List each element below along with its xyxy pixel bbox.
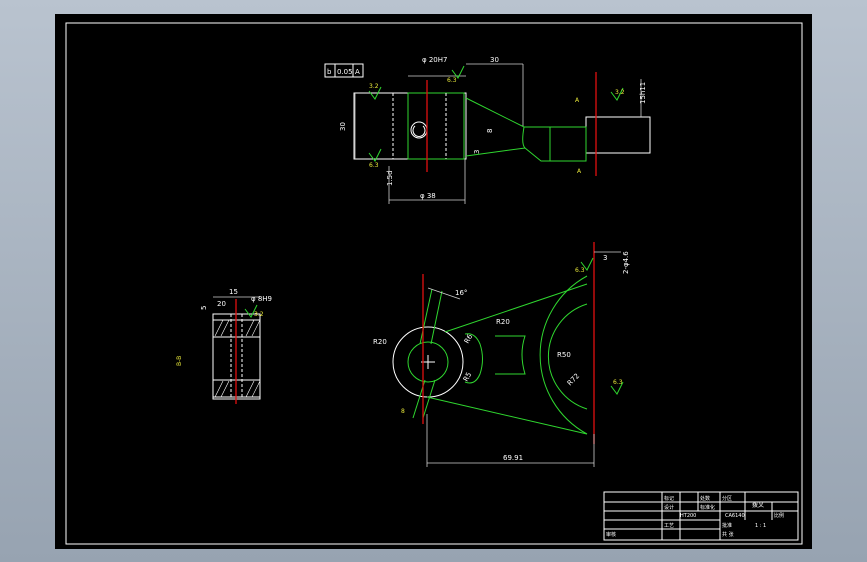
tolerance-frame [324, 63, 364, 78]
small-dim2: 3 [473, 150, 481, 154]
tb-row1-col2: 处数 [700, 495, 710, 502]
right-radius: R20 [496, 318, 510, 326]
section-mark-bottom: A [577, 168, 582, 175]
section-roughness: 3.2 [254, 311, 264, 318]
tb-code: CA6140 [725, 513, 745, 519]
tb-sheets: 1 : 1 [755, 523, 766, 529]
roughness-front-top: 6.3 [575, 267, 585, 274]
step-dim: 1.5d [386, 170, 394, 186]
angle-dim: 16° [455, 289, 467, 297]
boss-outline [353, 92, 467, 160]
hub-bore [407, 341, 449, 383]
tol-symbol: b [327, 68, 332, 76]
tb-process: 工艺 [664, 523, 674, 529]
top-view: b 0.05 A φ 20 [324, 56, 651, 204]
section-small-label: 20 [217, 300, 226, 308]
length-dim: 30 [490, 56, 499, 64]
tb-material: HT200 [680, 513, 696, 519]
tb-extra: 审核 [606, 531, 616, 538]
front-small-label: 8 [401, 408, 405, 415]
right-tol: 2-φ4.6 [622, 251, 630, 274]
fork-arc-outer [539, 275, 588, 435]
roughness-mid: 6.3 [447, 77, 457, 84]
bore-dim: φ 20H7 [422, 56, 447, 64]
roughness-left-top: 3.2 [369, 83, 379, 90]
front-bottom-dim: 69.91 [503, 454, 523, 462]
front-view: 16° R20 R6 R5 R50 R72 R20 69.91 3 2-φ4.6… [373, 242, 630, 467]
tb-row2-col1: 设计 [664, 504, 674, 511]
tb-row1-col3: 分区 [722, 495, 732, 502]
section-left-dim: 5 [200, 306, 208, 310]
tb-scale-label: 比例 [774, 512, 784, 519]
big-radius: R50 [557, 351, 571, 359]
section-side-label: B-B [176, 356, 183, 366]
left-height-dim: 30 [339, 122, 347, 131]
roughness-right: 3.2 [615, 89, 625, 96]
tb-title: 拨叉 [752, 501, 764, 509]
section-mark-top: A [575, 97, 580, 104]
hole-label: φ 8H9 [251, 295, 272, 303]
drawing-border [65, 22, 803, 545]
small-dim: 8 [486, 129, 494, 133]
inner-dim2: R5 [462, 371, 474, 383]
left-radius: R20 [373, 338, 387, 346]
inner-dim1: R6 [463, 332, 475, 345]
arc-dim: R72 [566, 372, 581, 387]
tb-approve: 批准 [722, 522, 732, 529]
tb-row1-col1: 标记 [664, 495, 674, 502]
right-dim: 15h11 [639, 82, 647, 104]
drawing-sheet: b 0.05 A φ 20 [55, 14, 812, 549]
bottom-dim: φ 38 [420, 192, 436, 200]
fork-arc-inner [547, 303, 588, 410]
front-top-dim: 3 [603, 254, 607, 262]
section-view: 15 φ 8H9 5 20 3.2 B-B [176, 288, 272, 404]
roughness-left-bottom: 6.3 [369, 162, 379, 169]
tol-datum: A [355, 68, 360, 76]
tb-row2-col3: 标准化 [700, 504, 715, 511]
section-width-dim: 15 [229, 288, 238, 296]
tb-sheet-label: 共 张 [722, 531, 734, 538]
roughness-front-bottom: 6.3 [613, 379, 623, 386]
tol-value: 0.05 [337, 68, 353, 76]
drawing-canvas: b 0.05 A φ 20 [65, 22, 803, 545]
title-block: 标记 处数 分区 拨叉 设计 标准化 HT200 CA6140 比例 工艺 批准… [603, 491, 799, 541]
